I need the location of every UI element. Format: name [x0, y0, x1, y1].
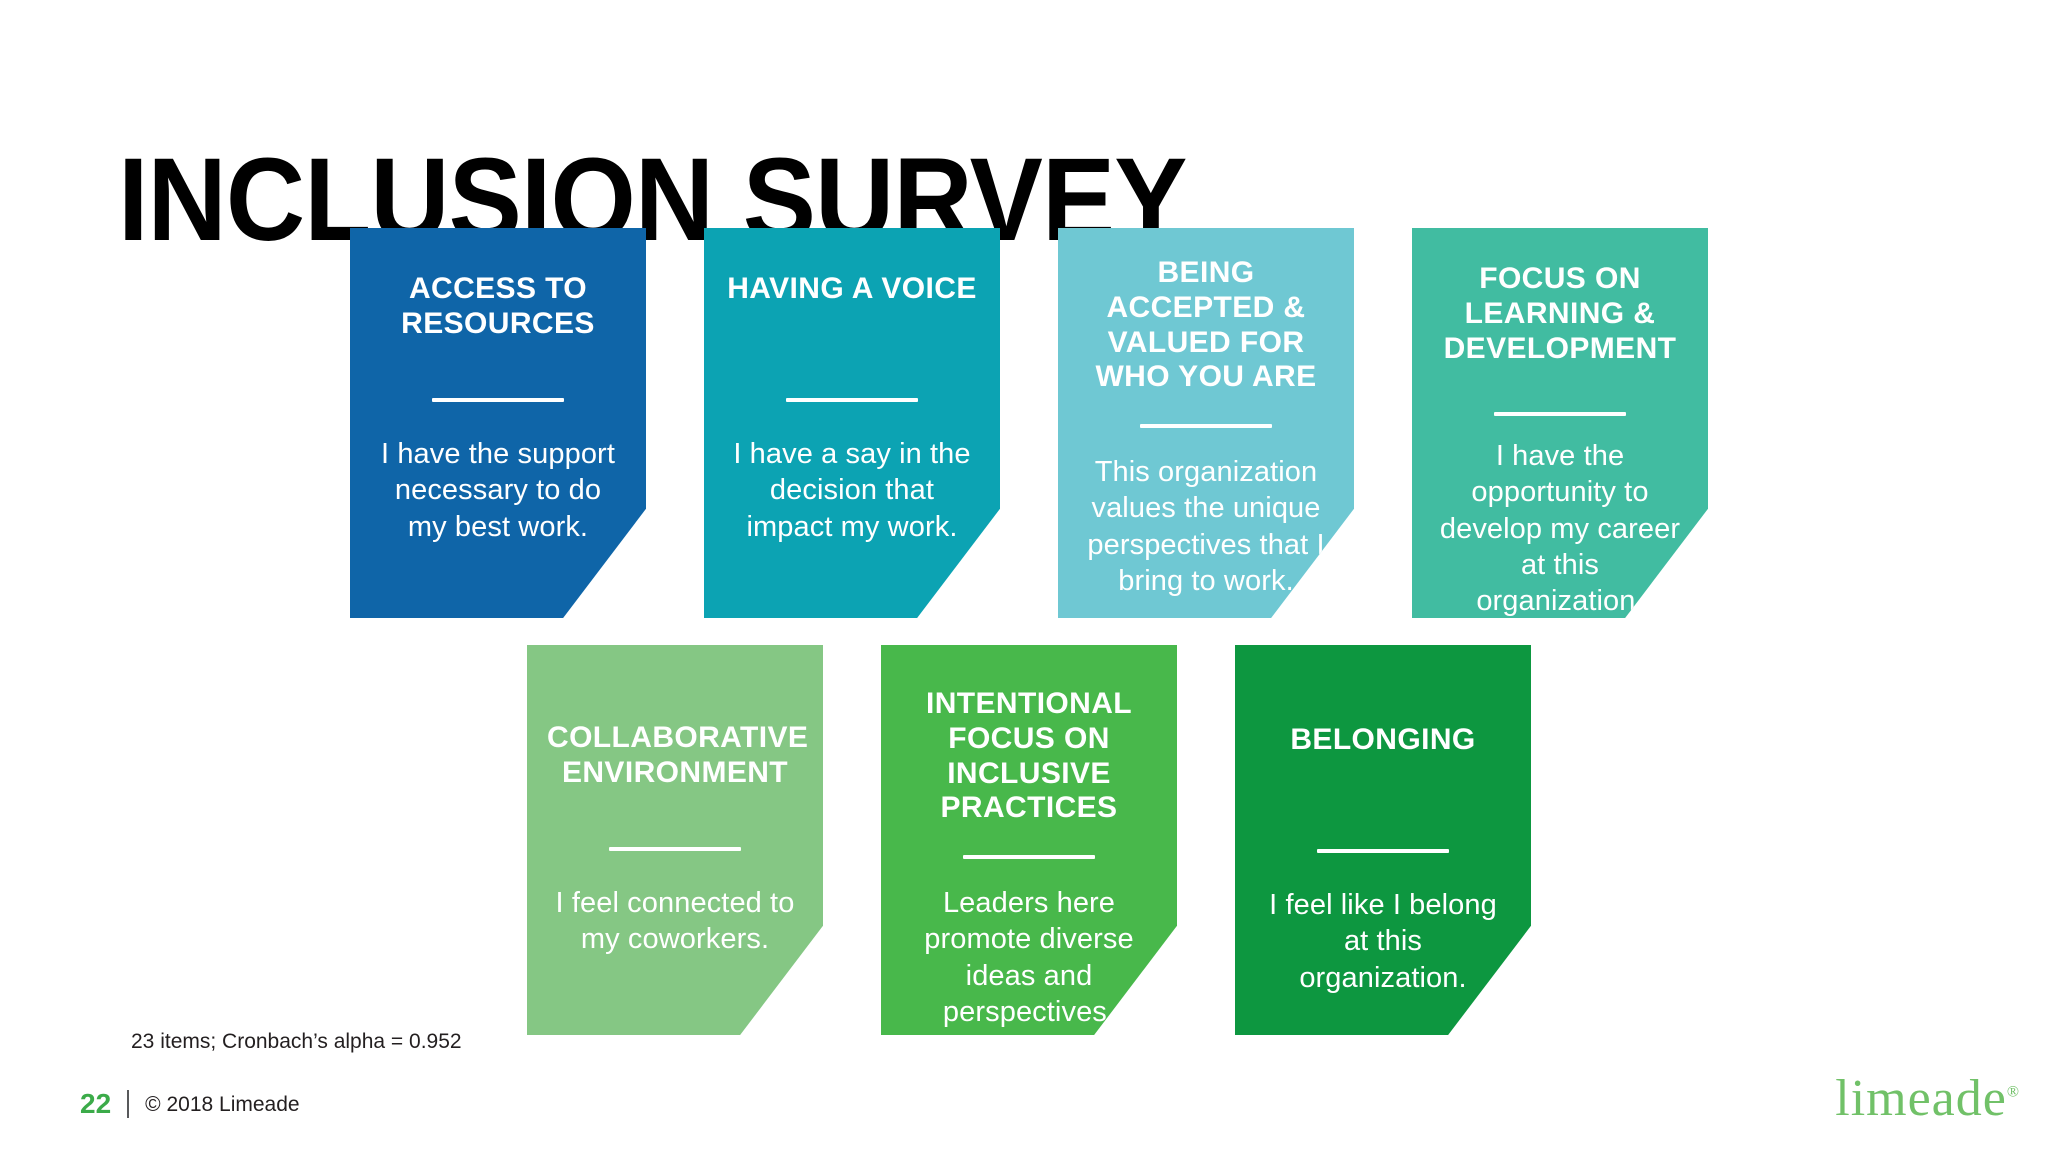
card-title: BEING ACCEPTED & VALUED FOR WHO YOU ARE [1095, 256, 1317, 394]
card-focus-on-learning-and-development[interactable]: FOCUS ON LEARNING & DEVELOPMENT I have t… [1412, 228, 1708, 618]
card-body: I feel like I belong at this organizatio… [1269, 889, 1497, 994]
copyright-text: © 2018 Limeade [145, 1092, 300, 1116]
limeade-wordmark: limeade [1835, 1070, 2007, 1127]
card-body: Leaders here promote diverse ideas and p… [924, 887, 1134, 1028]
card-divider [1317, 849, 1449, 853]
card-title-wrap: INTENTIONAL FOCUS ON INCLUSIVE PRACTICES [897, 673, 1161, 833]
card-having-a-voice[interactable]: HAVING A VOICE I have a say in the decis… [704, 228, 1000, 618]
card-title-wrap: ACCESS TO RESOURCES [366, 256, 630, 376]
card-collaborative-environment[interactable]: COLLABORATIVE ENVIRONMENT I feel connect… [527, 645, 823, 1035]
card-divider [609, 847, 741, 851]
card-divider [786, 398, 918, 402]
slide-footer: 22 © 2018 Limeade [80, 1090, 300, 1118]
card-body: I have a say in the decision that impact… [733, 438, 971, 543]
card-title: HAVING A VOICE [727, 272, 977, 305]
page-title: INCLUSION SURVEY [118, 134, 1187, 267]
card-divider [1494, 412, 1626, 416]
card-title: ACCESS TO RESOURCES [401, 272, 595, 340]
card-body: This organization values the unique pers… [1087, 456, 1325, 597]
card-divider [1140, 424, 1272, 428]
card-body: I feel connected to my coworkers. [555, 887, 795, 956]
card-divider [963, 855, 1095, 859]
card-title-wrap: FOCUS ON LEARNING & DEVELOPMENT [1428, 256, 1692, 390]
page-number: 22 [80, 1088, 112, 1119]
limeade-logo: limeade® [1835, 1073, 2020, 1125]
card-title-wrap: BEING ACCEPTED & VALUED FOR WHO YOU ARE [1074, 256, 1338, 402]
card-row-bottom: COLLABORATIVE ENVIRONMENT I feel connect… [527, 645, 1531, 1035]
card-body: I have the support necessary to do my be… [381, 438, 615, 543]
card-row-top: ACCESS TO RESOURCES I have the support n… [350, 228, 1708, 618]
card-intentional-focus-on-inclusive-practices[interactable]: INTENTIONAL FOCUS ON INCLUSIVE PRACTICES… [881, 645, 1177, 1035]
card-title: INTENTIONAL FOCUS ON INCLUSIVE PRACTICES [925, 687, 1133, 825]
registered-mark-icon: ® [2006, 1083, 2020, 1101]
footer-divider [127, 1090, 130, 1118]
card-title-wrap: COLLABORATIVE ENVIRONMENT [543, 673, 809, 825]
card-belonging[interactable]: BELONGING I feel like I belong at this o… [1235, 645, 1531, 1035]
card-divider [432, 398, 564, 402]
card-being-accepted-and-valued[interactable]: BEING ACCEPTED & VALUED FOR WHO YOU ARE … [1058, 228, 1354, 618]
card-title: BELONGING [1290, 723, 1476, 756]
card-body: I have the opportunity to develop my car… [1439, 440, 1681, 617]
card-title-wrap: HAVING A VOICE [720, 256, 984, 376]
card-access-to-resources[interactable]: ACCESS TO RESOURCES I have the support n… [350, 228, 646, 618]
card-title: COLLABORATIVE ENVIRONMENT [547, 721, 809, 789]
footnote-reliability: 23 items; Cronbach’s alpha = 0.952 [131, 1030, 462, 1053]
card-title: FOCUS ON LEARNING & DEVELOPMENT [1443, 262, 1677, 365]
card-title-wrap: BELONGING [1251, 673, 1515, 827]
